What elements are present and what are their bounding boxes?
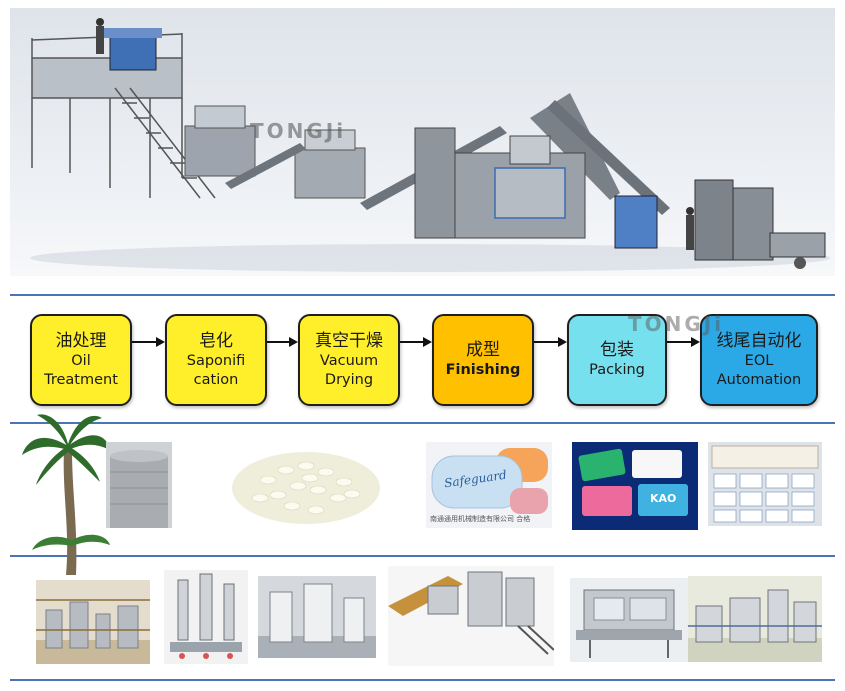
- step-en-label: Oil: [71, 352, 91, 369]
- storage-tank-icon: [106, 442, 172, 528]
- vacuum-dryer-photo: [258, 576, 376, 658]
- step-en-label: Treatment: [44, 371, 118, 388]
- divider-line-1: [10, 294, 835, 296]
- divider-line-2: [10, 422, 835, 424]
- step-cn-label: 线尾自动化: [716, 330, 802, 351]
- arrow-right-icon: [667, 337, 700, 347]
- saponification-plant-icon: [164, 570, 248, 664]
- step-cn-label: 真空干燥: [315, 330, 383, 351]
- boxed-soaps-icon: [708, 442, 822, 526]
- divider-line-4: [10, 679, 835, 681]
- eol-automation-icon: [688, 576, 822, 662]
- step-finishing: 成型 Finishing: [432, 314, 534, 406]
- step-en-label: Vacuum: [319, 352, 379, 369]
- finishing-line-icon: [388, 566, 554, 666]
- step-packing: 包装 Packing: [567, 314, 667, 406]
- step-vacuum-drying: 真空干燥 Vacuum Drying: [298, 314, 400, 406]
- step-en-label: cation: [193, 371, 239, 388]
- packing-machine-photo: [570, 578, 688, 662]
- soap-noodles-icon: [232, 452, 380, 524]
- finishing-line-photo: [388, 566, 554, 666]
- step-eol-automation: 线尾自动化 EOL Automation: [700, 314, 818, 406]
- soap-bars-image: Safeguard 南通通用机械制造有限公司 合格: [426, 442, 552, 528]
- palm-tree-icon: [22, 414, 110, 575]
- arrow-right-icon: [400, 337, 432, 347]
- step-en-label: EOL: [744, 352, 774, 369]
- step-saponification: 皂化 Saponifi cation: [165, 314, 267, 406]
- production-line-drawing: [30, 18, 830, 272]
- step-en-label: Drying: [324, 371, 374, 388]
- pack-brand-label: KAO: [650, 492, 677, 505]
- arrow-right-icon: [534, 337, 567, 347]
- step-en-label: Saponifi: [186, 352, 246, 369]
- step-en-label: Automation: [716, 371, 802, 388]
- eol-automation-photo: [688, 576, 822, 662]
- storage-tank-image: [106, 442, 172, 528]
- watermark-top: TONGJi: [250, 119, 347, 143]
- soap-caption: 南通通用机械制造有限公司 合格: [430, 515, 531, 523]
- oil-plant-icon: [36, 580, 150, 664]
- packed-soaps-image: KAO: [572, 442, 698, 530]
- soap-noodles-image: [228, 440, 384, 530]
- step-cn-label: 成型: [466, 340, 500, 360]
- packing-machine-icon: [570, 578, 688, 662]
- step-en-label: Finishing: [445, 362, 521, 378]
- packed-soaps-icon: [572, 442, 698, 530]
- saponification-plant-photo: [164, 570, 248, 664]
- watermark-mid: TONGJi: [628, 312, 725, 336]
- oil-plant-photo: [36, 580, 150, 664]
- divider-line-3: [10, 555, 835, 557]
- step-cn-label: 皂化: [199, 330, 233, 351]
- step-en-label: Packing: [589, 362, 645, 378]
- step-cn-label: 油处理: [55, 330, 107, 351]
- arrow-right-icon: [267, 337, 298, 347]
- palm-tree-image: [22, 410, 110, 575]
- step-oil-treatment: 油处理 Oil Treatment: [30, 314, 132, 406]
- soap-bars-icon: [426, 442, 552, 528]
- step-cn-label: 包装: [600, 340, 634, 360]
- arrow-right-icon: [132, 337, 165, 347]
- vacuum-dryer-icon: [258, 576, 376, 658]
- boxed-soaps-image: [708, 442, 822, 526]
- production-line-render: TONGJi: [10, 8, 835, 276]
